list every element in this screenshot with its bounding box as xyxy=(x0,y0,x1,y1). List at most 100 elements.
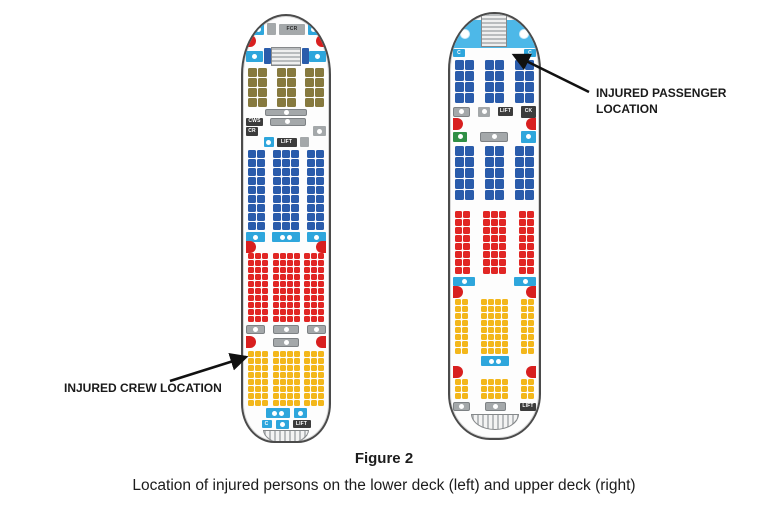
seat xyxy=(481,299,487,305)
seat xyxy=(521,393,527,399)
fixture-label: CWS xyxy=(248,118,261,124)
seat xyxy=(273,204,281,212)
seat xyxy=(248,379,254,385)
seat xyxy=(286,372,293,378)
seat xyxy=(262,267,268,273)
seat xyxy=(304,302,310,308)
fixture-row xyxy=(243,429,329,441)
seat xyxy=(525,71,534,81)
seat xyxy=(282,177,290,185)
seat xyxy=(455,267,462,274)
seat xyxy=(272,372,279,378)
seat xyxy=(279,316,286,322)
tail-stairs-icon xyxy=(263,430,309,441)
seat xyxy=(465,179,474,189)
seat xyxy=(262,288,268,294)
seat xyxy=(248,351,254,357)
seat xyxy=(248,295,254,301)
seat xyxy=(286,288,293,294)
cr-box: CR xyxy=(246,126,258,136)
door-wedge xyxy=(526,118,536,130)
seat xyxy=(293,365,300,371)
seat xyxy=(255,316,261,322)
seat xyxy=(481,379,487,385)
seat xyxy=(279,393,286,399)
seat-group xyxy=(483,211,506,275)
seat xyxy=(286,253,293,259)
seat xyxy=(499,219,506,226)
seat xyxy=(502,348,508,354)
seat xyxy=(481,348,487,354)
circle-icon xyxy=(488,358,494,364)
seat xyxy=(311,351,317,357)
seat xyxy=(528,379,534,385)
galley-box xyxy=(307,232,326,242)
seat xyxy=(519,227,526,234)
seat xyxy=(495,348,501,354)
door-wedge xyxy=(316,241,326,253)
seat xyxy=(255,281,261,287)
circle-icon xyxy=(283,339,289,345)
seat xyxy=(318,386,324,392)
seat xyxy=(255,393,261,399)
seat xyxy=(315,98,324,107)
seat xyxy=(502,299,508,305)
seat xyxy=(255,288,261,294)
seat xyxy=(455,82,464,92)
seat xyxy=(311,316,317,322)
seat xyxy=(248,281,254,287)
seat xyxy=(293,302,300,308)
seat xyxy=(521,334,527,340)
seat xyxy=(304,253,310,259)
seat xyxy=(455,306,461,312)
seat xyxy=(293,358,300,364)
seat xyxy=(255,302,261,308)
seat xyxy=(273,186,281,194)
seat xyxy=(485,93,494,103)
seat xyxy=(481,320,487,326)
seat xyxy=(515,179,524,189)
seat xyxy=(519,235,526,242)
seat xyxy=(528,334,534,340)
seat xyxy=(304,386,310,392)
seat xyxy=(279,309,286,315)
seat xyxy=(307,222,315,230)
lavatory-bar xyxy=(273,337,299,347)
seat xyxy=(304,372,310,378)
fixture-label: CR xyxy=(248,127,256,134)
galley-box xyxy=(265,408,290,418)
circle-icon xyxy=(315,53,320,59)
seat xyxy=(495,71,504,81)
seat xyxy=(455,93,464,103)
seat xyxy=(311,365,317,371)
seat xyxy=(291,195,299,203)
seat-group xyxy=(515,146,534,201)
seat xyxy=(286,68,296,77)
seat xyxy=(282,204,290,212)
seat xyxy=(481,313,487,319)
seat xyxy=(528,341,534,347)
seat xyxy=(293,253,300,259)
seat-group xyxy=(307,150,324,231)
fixture-row xyxy=(243,46,329,66)
seat xyxy=(279,260,286,266)
seat xyxy=(262,351,268,357)
seat xyxy=(519,211,526,218)
stairs-icon xyxy=(481,14,508,47)
seat-group xyxy=(485,60,504,104)
seat xyxy=(282,186,290,194)
galley-box xyxy=(272,232,300,242)
seat xyxy=(315,78,324,87)
seat xyxy=(304,393,310,399)
seat xyxy=(248,358,254,364)
seat xyxy=(293,400,300,406)
seat xyxy=(521,299,527,305)
seat xyxy=(255,295,261,301)
fixture-row: LIFT xyxy=(243,136,329,148)
seat xyxy=(248,213,256,221)
seat xyxy=(304,295,310,301)
seat xyxy=(462,348,468,354)
seat xyxy=(279,302,286,308)
